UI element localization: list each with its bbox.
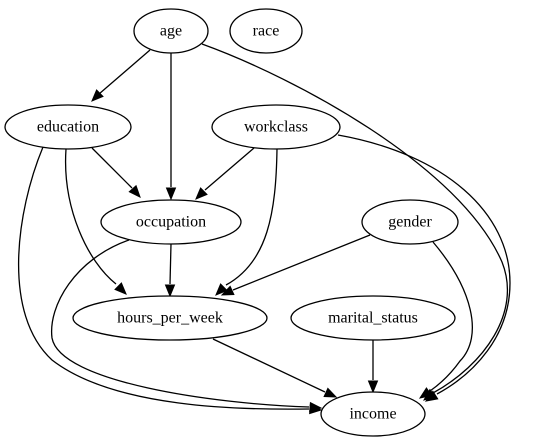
arrowhead <box>323 387 338 398</box>
node-label: income <box>349 406 396 423</box>
edge-line <box>337 134 511 395</box>
node-label: gender <box>388 214 432 231</box>
arrowhead <box>195 187 208 200</box>
edge-line <box>201 43 508 394</box>
node-label: education <box>37 119 99 136</box>
edge-occupation-to-income <box>50 239 323 413</box>
edge-age-to-education <box>91 49 151 102</box>
node-ellipse <box>100 199 242 245</box>
edge-age-to-income <box>201 43 508 401</box>
arrowhead <box>164 284 176 298</box>
edge-hours-per-week-to-income <box>212 338 338 398</box>
node-education: education <box>4 104 132 150</box>
node-ellipse <box>4 104 132 150</box>
node-race: race <box>229 8 303 54</box>
node-label: race <box>253 23 280 40</box>
node-occupation: occupation <box>100 199 242 245</box>
edge-education-to-hours-per-week <box>64 148 127 295</box>
node-ellipse <box>361 199 459 245</box>
edge-education-to-occupation <box>91 147 141 198</box>
node-age: age <box>133 8 209 54</box>
edge-line <box>204 147 255 191</box>
node-label: age <box>160 23 182 40</box>
edge-marital-status-to-income <box>367 340 379 394</box>
node-ellipse <box>290 295 456 341</box>
node-ellipse <box>211 104 341 150</box>
edge-line <box>91 147 133 189</box>
nodes-layer: age race education workclass occupation gende… <box>4 8 459 437</box>
node-workclass: workclass <box>211 104 341 150</box>
edge-line <box>232 234 371 291</box>
node-hours-per-week: hours_per_week <box>72 295 268 341</box>
node-label: workclass <box>244 119 308 136</box>
node-gender: gender <box>361 199 459 245</box>
edge-gender-to-income <box>418 241 473 399</box>
node-marital-status: marital_status <box>290 295 456 341</box>
edge-line <box>98 49 151 95</box>
edge-line <box>64 148 117 285</box>
edge-occupation-to-hours-per-week <box>164 243 176 298</box>
arrowhead <box>220 285 235 296</box>
arrowhead <box>215 283 228 296</box>
arrowhead <box>309 401 323 413</box>
edge-age-to-occupation <box>165 53 177 201</box>
edges-layer <box>17 43 511 415</box>
arrowhead <box>165 187 177 201</box>
node-ellipse <box>72 295 268 341</box>
edge-line <box>212 338 326 393</box>
edge-workclass-to-hours-per-week <box>215 148 278 296</box>
node-ellipse <box>133 8 209 54</box>
node-ellipse <box>229 8 303 54</box>
edge-gender-to-hours-per-week <box>220 234 371 296</box>
edge-line <box>429 241 473 392</box>
edge-workclass-to-income <box>337 134 511 402</box>
arrowhead <box>367 380 379 394</box>
node-ellipse <box>320 391 426 437</box>
edge-line <box>169 243 172 285</box>
arrowhead <box>91 89 104 102</box>
edge-workclass-to-occupation <box>195 147 255 200</box>
edge-line <box>50 239 310 408</box>
arrowhead <box>114 282 127 295</box>
node-label: hours_per_week <box>117 310 223 327</box>
node-label: occupation <box>136 214 206 231</box>
arrowhead <box>418 387 433 399</box>
edge-line <box>225 148 278 286</box>
node-income: income <box>320 391 426 437</box>
edge-line <box>17 146 310 410</box>
node-label: marital_status <box>328 310 418 327</box>
arrowhead <box>128 184 141 198</box>
